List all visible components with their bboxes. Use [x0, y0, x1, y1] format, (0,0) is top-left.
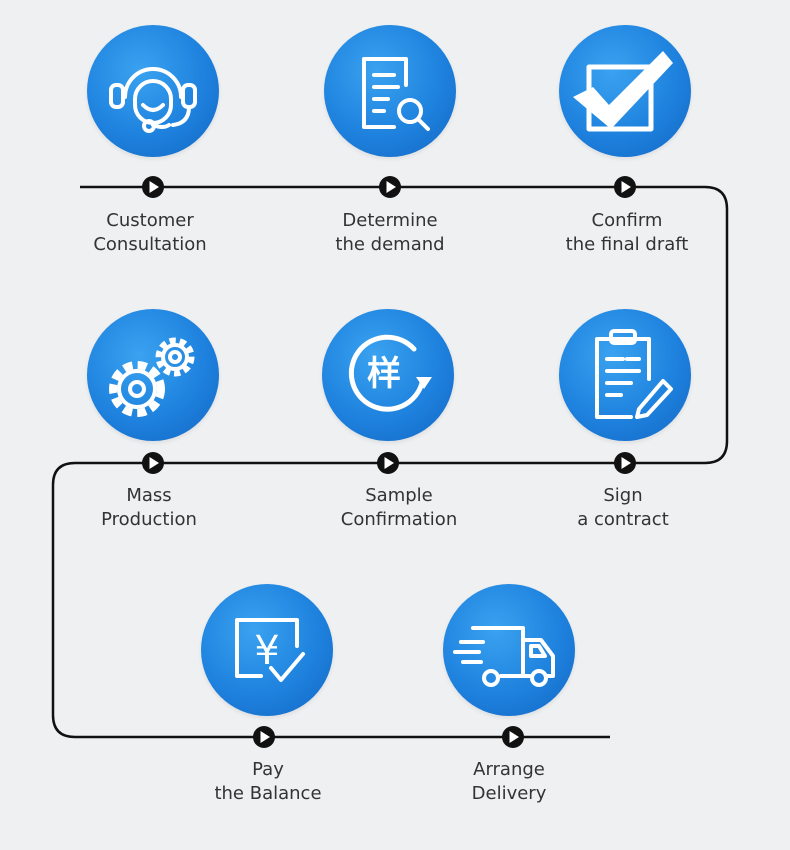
sample-char-glyph: 样 [367, 354, 401, 394]
step-determine-demand-circle [324, 25, 456, 157]
step-label-arrange-delivery: Arrange Delivery [471, 759, 547, 804]
step-sign-contract-circle [559, 309, 691, 441]
clipboard-pen-icon [595, 329, 673, 419]
yuan-receipt-icon: ¥ [235, 618, 305, 682]
step-label-pay-balance: Pay the Balance [214, 759, 322, 804]
checkbox-checked-icon [573, 51, 673, 132]
step-label-sample-confirmation: Sample Confirmation [340, 485, 458, 530]
step-label-mass-production: Mass Production [101, 485, 197, 530]
headset-icon [109, 67, 197, 133]
step-label-customer-consultation: Customer Consultation [93, 210, 207, 255]
step-customer-consultation-circle [87, 25, 219, 157]
step-sample-confirmation-circle: 样 [322, 309, 454, 441]
play-marker-4 [614, 452, 636, 474]
step-label-confirm-final-draft: Confirm the final draft [565, 210, 689, 255]
play-marker-2 [379, 176, 401, 198]
play-marker-5 [377, 452, 399, 474]
step-pay-balance-circle: ¥ [201, 584, 333, 716]
step-confirm-final-draft-circle [559, 25, 691, 157]
document-search-icon [362, 57, 430, 131]
gears-icon [109, 337, 195, 417]
step-mass-production-circle [87, 309, 219, 441]
step-label-determine-demand: Determine the demand [335, 210, 445, 255]
yuan-symbol-glyph: ¥ [254, 628, 279, 674]
delivery-truck-icon [453, 626, 555, 687]
step-arrange-delivery-circle [443, 584, 575, 716]
play-marker-6 [142, 452, 164, 474]
play-marker-1 [142, 176, 164, 198]
play-marker-3 [614, 176, 636, 198]
play-marker-7 [253, 726, 275, 748]
play-marker-8 [502, 726, 524, 748]
step-label-sign-contract: Sign a contract [577, 485, 669, 530]
sample-refresh-icon: 样 [348, 334, 432, 412]
